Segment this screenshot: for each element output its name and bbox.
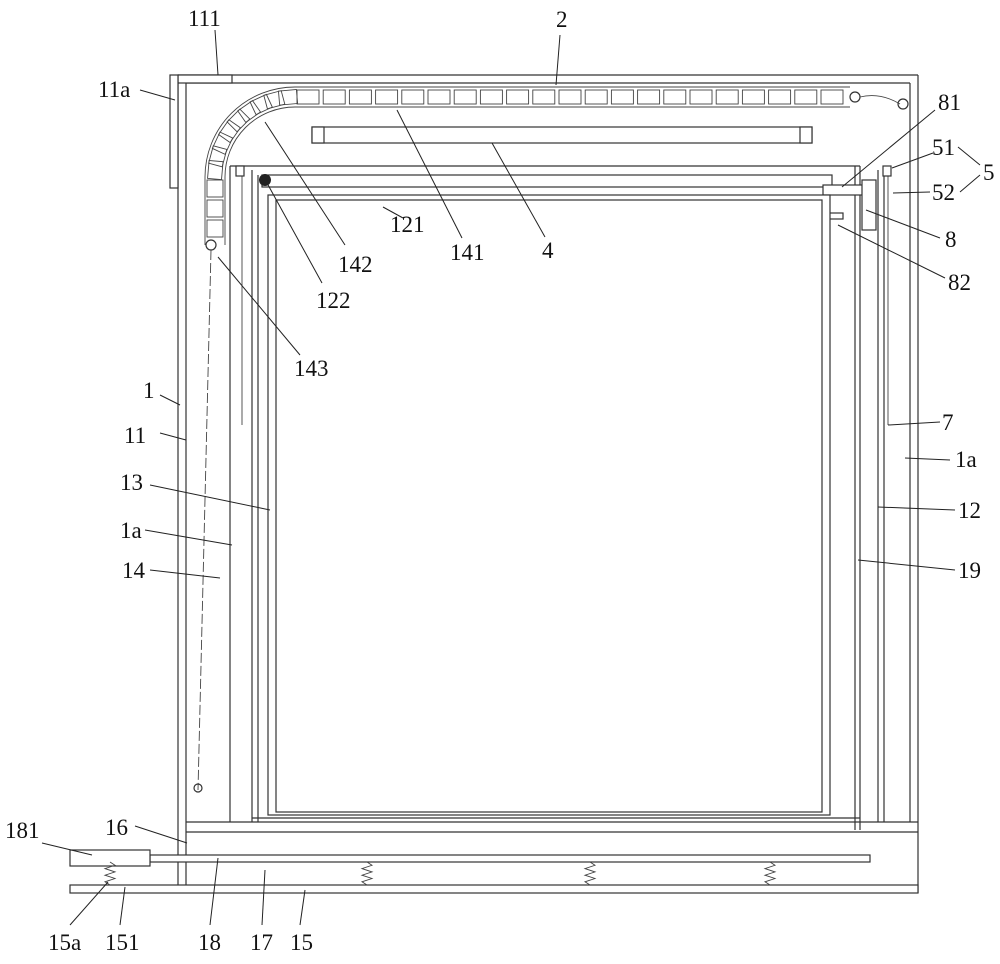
cable-down bbox=[197, 249, 212, 791]
label-151: 151 bbox=[105, 930, 140, 955]
label-141: 141 bbox=[450, 240, 485, 265]
label-13: 13 bbox=[120, 470, 143, 495]
chain-end-pulley bbox=[849, 91, 861, 103]
part-111-block bbox=[177, 74, 233, 84]
label-4: 4 bbox=[542, 238, 554, 263]
chain-anchor-pulley bbox=[897, 98, 909, 110]
label-142: 142 bbox=[338, 252, 373, 277]
label-1a-right: 1a bbox=[955, 447, 977, 472]
actuator-181 bbox=[69, 849, 151, 867]
label-7: 7 bbox=[942, 410, 954, 435]
label-8: 8 bbox=[945, 227, 957, 252]
leader-lines bbox=[41, 29, 981, 926]
chain-link bbox=[208, 145, 228, 168]
label-11: 11 bbox=[124, 423, 146, 448]
chain-link bbox=[532, 89, 556, 105]
chain-link bbox=[296, 89, 320, 105]
part-11a-plate bbox=[169, 74, 179, 189]
chain-link bbox=[506, 89, 530, 105]
chain-link bbox=[741, 89, 765, 105]
label-19: 19 bbox=[958, 558, 981, 583]
bottom-pulley bbox=[193, 783, 203, 793]
bar-121 bbox=[261, 174, 833, 188]
chain-link bbox=[715, 89, 739, 105]
chain-link bbox=[401, 89, 425, 105]
chain-link bbox=[558, 89, 582, 105]
label-17: 17 bbox=[250, 930, 273, 955]
spring bbox=[103, 861, 117, 886]
rod-18 bbox=[149, 854, 871, 863]
rod-4 bbox=[311, 126, 813, 144]
chain-link bbox=[263, 90, 286, 110]
plate-15 bbox=[69, 884, 919, 894]
chain-link bbox=[207, 159, 224, 181]
label-2: 2 bbox=[556, 7, 568, 32]
chain-link bbox=[226, 108, 251, 133]
rod-4-end-left bbox=[311, 126, 325, 144]
label-82: 82 bbox=[948, 270, 971, 295]
label-15a: 15a bbox=[48, 930, 81, 955]
label-1a-left: 1a bbox=[120, 518, 142, 543]
label-51: 51 bbox=[932, 135, 955, 160]
spring bbox=[360, 861, 374, 886]
outer-frame bbox=[177, 74, 919, 893]
spring bbox=[763, 861, 777, 886]
chain-link bbox=[348, 89, 372, 105]
chain-link bbox=[479, 89, 503, 105]
label-14: 14 bbox=[122, 558, 146, 583]
chain-link bbox=[217, 119, 241, 144]
label-181: 181 bbox=[5, 818, 40, 843]
chain-link bbox=[794, 89, 818, 105]
chain-link bbox=[375, 89, 399, 105]
chain-link bbox=[584, 89, 608, 105]
spring bbox=[583, 861, 597, 886]
chain-link bbox=[206, 179, 224, 198]
label-16: 16 bbox=[105, 815, 128, 840]
label-52: 52 bbox=[932, 180, 955, 205]
part-51-top-block bbox=[882, 165, 892, 177]
base-assembly bbox=[186, 821, 918, 833]
label-1: 1 bbox=[143, 378, 155, 403]
chain-link bbox=[427, 89, 451, 105]
chain-link bbox=[768, 89, 792, 105]
chain-link bbox=[322, 89, 346, 105]
door-inner bbox=[275, 199, 823, 813]
label-18: 18 bbox=[198, 930, 221, 955]
chain-link bbox=[663, 89, 687, 105]
chain-link bbox=[689, 89, 713, 105]
springs bbox=[103, 861, 777, 886]
lower-pulley bbox=[205, 239, 217, 251]
chain-link bbox=[249, 93, 273, 116]
chain-link bbox=[820, 89, 844, 105]
label-81: 81 bbox=[938, 90, 961, 115]
chain-link bbox=[277, 89, 299, 106]
chain-link bbox=[237, 99, 262, 123]
label-12: 12 bbox=[958, 498, 981, 523]
inner-frame bbox=[229, 165, 889, 830]
label-15: 15 bbox=[290, 930, 313, 955]
label-5: 5 bbox=[983, 160, 995, 185]
chain-link bbox=[211, 131, 234, 155]
drag-chain bbox=[204, 86, 850, 245]
chain-link bbox=[206, 199, 224, 218]
label-122: 122 bbox=[316, 288, 351, 313]
chain-link bbox=[206, 219, 224, 238]
cable bbox=[859, 95, 901, 105]
label-121: 121 bbox=[390, 212, 425, 237]
label-11a: 11a bbox=[98, 77, 130, 102]
rod-4-end-right bbox=[799, 126, 813, 144]
left-top-block bbox=[235, 165, 245, 177]
chain-link bbox=[610, 89, 634, 105]
roller-122 bbox=[259, 174, 271, 186]
label-111: 111 bbox=[188, 6, 221, 31]
label-143: 143 bbox=[294, 356, 329, 381]
chain-link bbox=[453, 89, 477, 105]
block-8 bbox=[861, 179, 877, 231]
chain-link bbox=[637, 89, 661, 105]
